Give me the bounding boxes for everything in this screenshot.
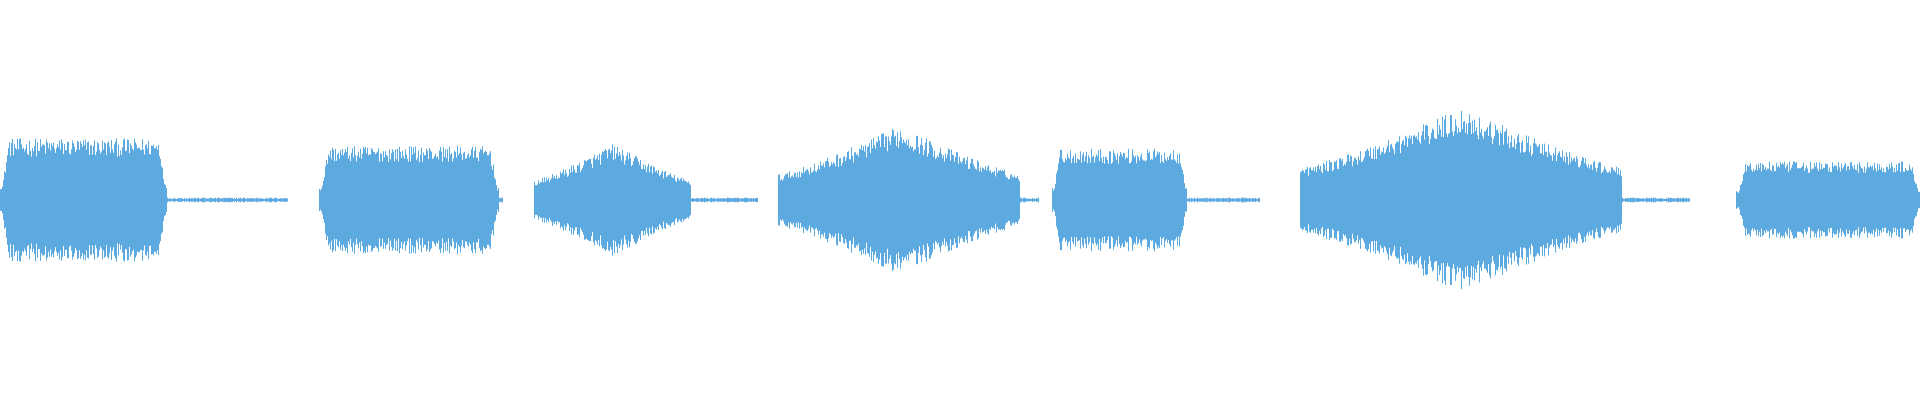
- waveform-silence-segment: [1622, 197, 1690, 203]
- waveform-samples: [1187, 197, 1260, 203]
- waveform-samples: [499, 197, 503, 203]
- waveform-samples: [1020, 197, 1039, 203]
- waveform-samples: [1052, 148, 1187, 252]
- waveform-silence-segment: [691, 197, 758, 203]
- waveform-samples: [319, 146, 499, 254]
- waveform-sound-segment: [778, 129, 1020, 271]
- waveform-samples: [0, 138, 167, 262]
- waveform-samples: [1622, 197, 1690, 203]
- waveform-samples: [167, 197, 288, 203]
- waveform-samples: [534, 144, 691, 256]
- waveform-sound-segment: [0, 138, 167, 262]
- waveform-sound-segment: [534, 144, 691, 256]
- waveform-sound-segment: [319, 146, 499, 254]
- waveform-silence-segment: [1187, 197, 1260, 203]
- waveform-layer: [0, 110, 1920, 290]
- waveform-samples: [1300, 110, 1622, 290]
- waveform-silence-segment: [499, 197, 503, 203]
- waveform-samples: [778, 129, 1020, 271]
- waveform-silence-segment: [1020, 197, 1039, 203]
- waveform-samples: [1736, 161, 1920, 239]
- waveform-samples: [691, 197, 758, 203]
- waveform-sound-segment: [1736, 161, 1920, 239]
- waveform-sound-segment: [1300, 110, 1622, 290]
- waveform-sound-segment: [1052, 148, 1187, 252]
- waveform-silence-segment: [167, 197, 288, 203]
